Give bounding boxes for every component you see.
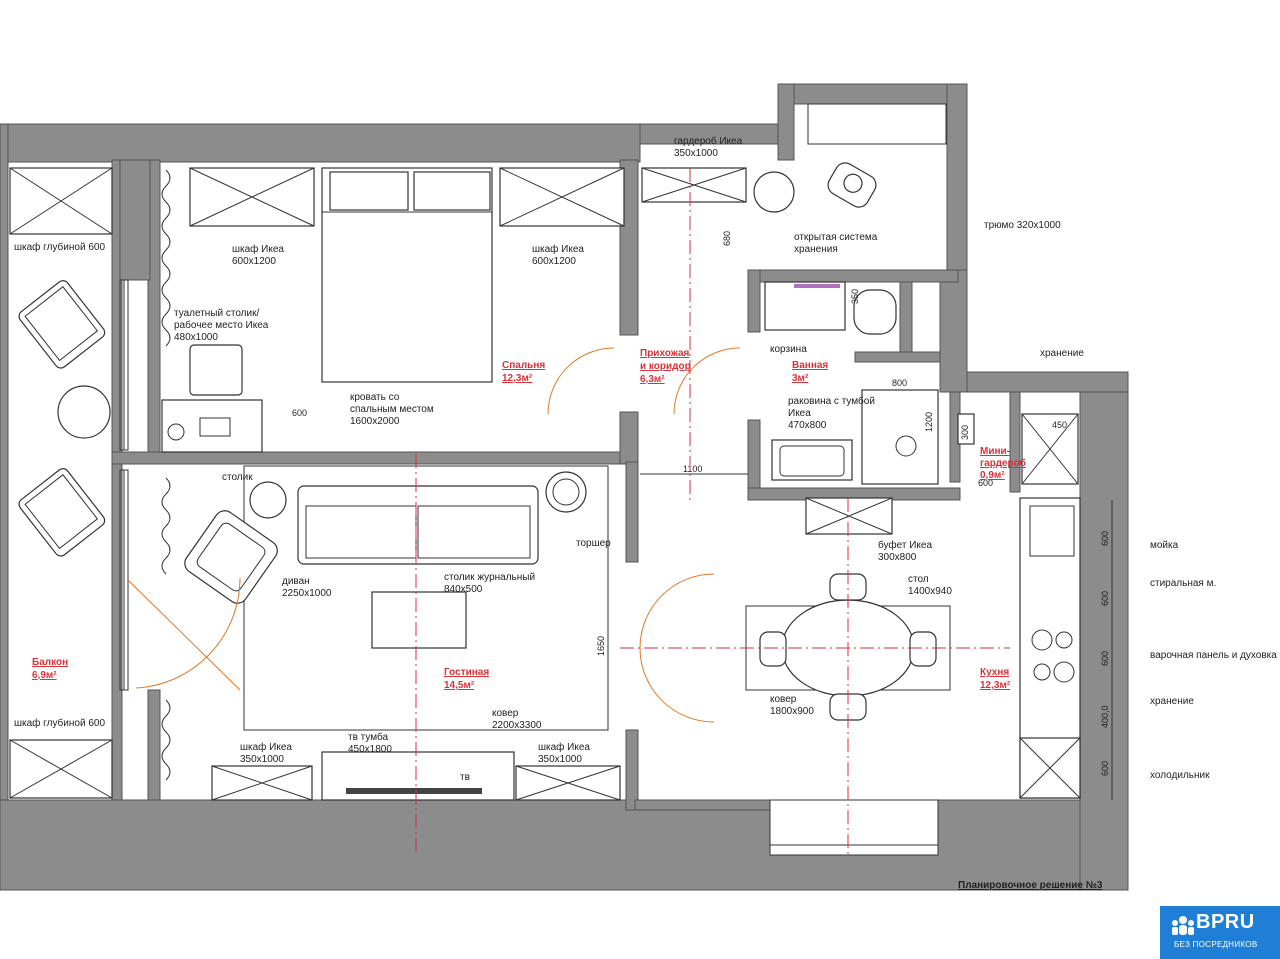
buffet-label-2: 300х800 bbox=[878, 552, 917, 563]
dim-1200: 1200 bbox=[924, 412, 934, 432]
bathroom: корзина раковина с тумбой Икеа 470х800 3… bbox=[764, 281, 939, 485]
dim-450: 450 bbox=[1052, 420, 1067, 430]
balcony-cabinet-top-label: шкаф глубиной 600 bbox=[14, 241, 105, 253]
room-area-bathroom: 3м² bbox=[792, 373, 809, 384]
living-cabinet-left-size: 350х1000 bbox=[240, 754, 284, 765]
trumo-label: трюмо 320х1000 bbox=[984, 220, 1061, 231]
hob-label: варочная панель и духовка bbox=[1150, 650, 1277, 661]
buffet-label-1: буфет Икеа bbox=[878, 539, 932, 551]
living-cabinet-right-size: 350х1000 bbox=[538, 754, 582, 765]
living-cabinet-left-label: шкаф Икеа bbox=[240, 741, 292, 753]
dim-680: 680 bbox=[722, 231, 732, 246]
dressing-table-label-3: 480х1000 bbox=[174, 332, 218, 343]
sofa-label-1: диван bbox=[282, 576, 310, 587]
dim-800: 800 bbox=[892, 378, 907, 388]
room-label-hallway-2: и коридор bbox=[640, 361, 691, 372]
room-area-bedroom: 12,3м² bbox=[502, 373, 533, 384]
room-label-bedroom: Спальня bbox=[502, 360, 545, 371]
kitchen-rug-label-2: 1800х900 bbox=[770, 706, 814, 717]
sofa-label-2: 2250х1000 bbox=[282, 588, 332, 599]
coffee-table-label-1: столик журнальный bbox=[444, 572, 535, 583]
room-area-mini-wardrobe: 0,9м² bbox=[980, 470, 1005, 481]
bedroom: шкаф Икеа 600х1200 шкаф Икеа 600х1200 ту… bbox=[161, 167, 625, 453]
tv-stand-label-2: 450х1800 bbox=[348, 744, 392, 755]
sink-label-3: 470х800 bbox=[788, 420, 827, 431]
dim-600-mini: 600 bbox=[978, 478, 993, 488]
living-room: столик торшер диван 2250х1000 столик жур… bbox=[127, 465, 715, 801]
side-table-label: столик bbox=[222, 472, 253, 483]
logo-people-icon bbox=[1172, 916, 1194, 935]
coffee-table-label-2: 840х500 bbox=[444, 584, 483, 595]
dim-1100: 1100 bbox=[683, 464, 702, 474]
logo-brand: BPRU bbox=[1196, 911, 1255, 933]
tv-label: тв bbox=[460, 772, 470, 783]
dim-1650: 1650 bbox=[596, 636, 606, 656]
balcony-cabinet-bottom-label: шкаф глубиной 600 bbox=[14, 717, 105, 729]
storage-top-label: хранение bbox=[1040, 348, 1084, 359]
dim-kitchen-400: 400,0 bbox=[1100, 705, 1110, 728]
dim-300: 300 bbox=[960, 425, 970, 440]
room-area-balcony: 6,9м² bbox=[32, 670, 57, 681]
room-area-kitchen: 12,3м² bbox=[980, 680, 1011, 691]
kitchen-rug-label-1: ковер bbox=[770, 694, 797, 705]
bed-label-3: 1600х2000 bbox=[350, 416, 400, 427]
living-cabinet-right-label: шкаф Икеа bbox=[538, 741, 590, 753]
living-rug-label-1: ковер bbox=[492, 708, 519, 719]
washer-label: стиральная м. bbox=[1150, 578, 1216, 589]
dim-bed-600: 600 bbox=[292, 408, 307, 418]
tv-stand-label-1: тв тумба bbox=[348, 731, 389, 743]
room-area-living: 14,5м² bbox=[444, 680, 475, 691]
room-area-hallway: 6,3м² bbox=[640, 374, 665, 385]
room-label-kitchen: Кухня bbox=[980, 667, 1009, 678]
sink-label-1: раковина с тумбой bbox=[788, 395, 875, 407]
axes bbox=[415, 168, 1010, 855]
dressing-table-label-2: рабочее место Икеа bbox=[174, 319, 269, 331]
room-label-bathroom: Ванная bbox=[792, 360, 828, 371]
living-rug-label-2: 2200х3300 bbox=[492, 720, 542, 731]
table-label-2: 1400х940 bbox=[908, 586, 952, 597]
dim-kitchen-600-a: 600 bbox=[1100, 531, 1110, 546]
logo-tagline: БЕЗ ПОСРЕДНИКОВ bbox=[1174, 940, 1258, 949]
dim-kitchen-600-d: 600 bbox=[1100, 761, 1110, 776]
dim-350: 350 bbox=[850, 289, 860, 304]
open-storage-label-1: открытая система bbox=[794, 232, 878, 243]
balcony: шкаф глубиной 600 шкаф глубиной 600 Балк… bbox=[9, 167, 113, 799]
room-label-living: Гостиная bbox=[444, 667, 489, 678]
walls bbox=[0, 83, 1129, 891]
room-label-balcony: Балкон bbox=[32, 657, 68, 668]
room-label-hallway-1: Прихожая bbox=[640, 348, 690, 359]
mini-wardrobe: хранение 450 300 600 Мини- гардероб 0,9м… bbox=[957, 348, 1084, 488]
bedroom-cabinet-right-label: шкаф Икеа bbox=[532, 243, 584, 255]
open-storage-label-2: хранения bbox=[794, 244, 838, 255]
bedroom-cabinet-right-size: 600х1200 bbox=[532, 256, 576, 267]
room-label-mini-wardrobe-1: Мини- bbox=[980, 446, 1010, 457]
kitchen: буфет Икеа 300х800 стол 1400х940 ковер 1… bbox=[745, 497, 1277, 800]
basket-label: корзина bbox=[770, 344, 807, 355]
dressing-table-label-1: туалетный столик/ bbox=[174, 308, 259, 319]
windows bbox=[119, 103, 947, 856]
bed-label-2: спальным местом bbox=[350, 404, 434, 415]
hallway: гардероб Икеа 350х1000 трюмо 320х1000 от… bbox=[640, 135, 1061, 475]
fridge-label: холодильник bbox=[1150, 770, 1210, 781]
kitchen-storage-label: хранение bbox=[1150, 696, 1194, 707]
bedroom-cabinet-left-size: 600х1200 bbox=[232, 256, 276, 267]
dim-kitchen-600-c: 600 bbox=[1100, 651, 1110, 666]
room-label-mini-wardrobe-2: гардероб bbox=[980, 457, 1026, 469]
floor-lamp-label: торшер bbox=[576, 538, 611, 549]
bed-label-1: кровать со bbox=[350, 392, 400, 403]
bedroom-cabinet-left-label: шкаф Икеа bbox=[232, 243, 284, 255]
table-label-1: стол bbox=[908, 574, 929, 585]
kitchen-sink-label: мойка bbox=[1150, 540, 1179, 551]
plan-title: Планировочное решение №3 bbox=[958, 880, 1103, 891]
wardrobe-top-label: гардероб Икеа bbox=[674, 135, 743, 147]
dim-kitchen-600-b: 600 bbox=[1100, 591, 1110, 606]
wardrobe-top-size: 350х1000 bbox=[674, 148, 718, 159]
sink-label-2: Икеа bbox=[788, 408, 811, 419]
bpru-logo: BPRU БЕЗ ПОСРЕДНИКОВ bbox=[1160, 906, 1280, 959]
